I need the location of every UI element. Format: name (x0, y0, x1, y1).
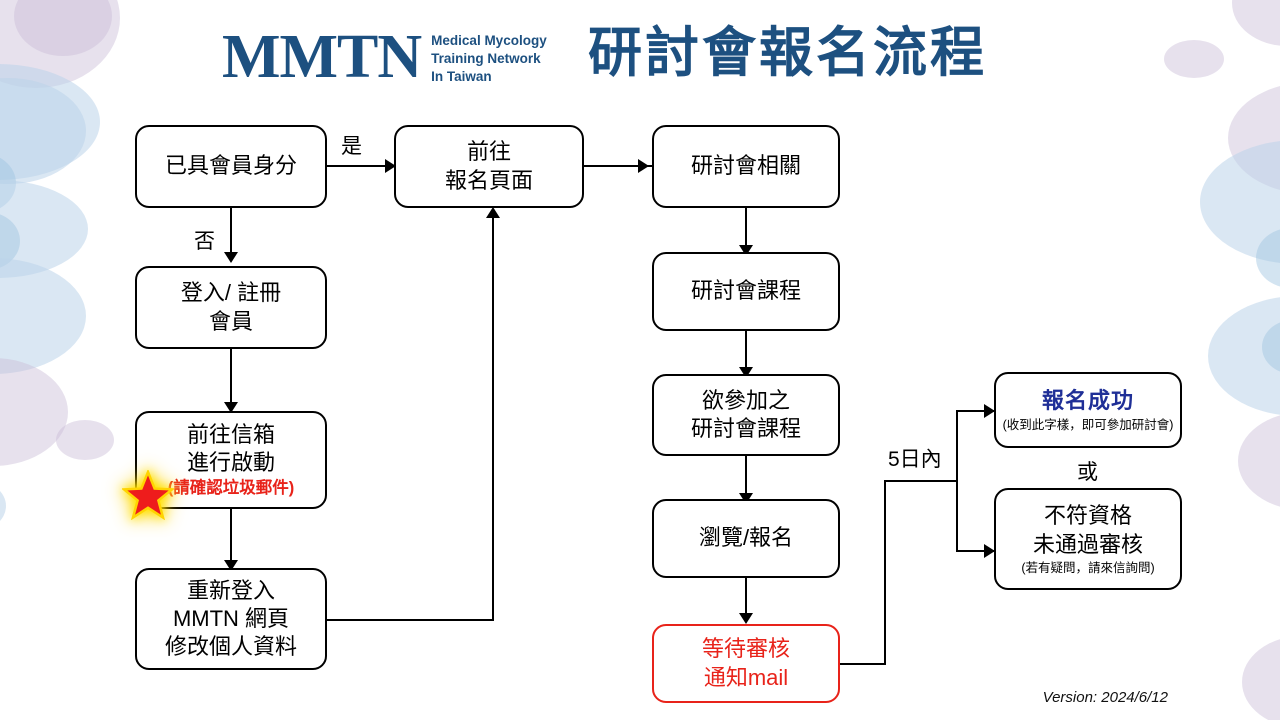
connector-signup-to-info (584, 165, 656, 168)
decor-blob (56, 420, 114, 460)
node-line: 前往 (466, 139, 511, 165)
connector-relogin-up (492, 218, 495, 621)
decor-blob (1238, 412, 1280, 510)
decor-blob (0, 212, 20, 270)
slide-header: MMTN Medical Mycology Training Network I… (0, 0, 1280, 115)
node-goto-signup[interactable]: 前往 報名頁面 (394, 125, 584, 208)
node-line: 已具會員身分 (164, 153, 297, 179)
node-line: 修改個人資料 (164, 634, 297, 660)
connector-to-success (956, 410, 996, 413)
connector-relogin-right (327, 619, 494, 622)
edge-label-or: 或 (1077, 461, 1098, 484)
node-line: 研討會相關 (690, 153, 801, 179)
decor-blob (0, 258, 86, 374)
node-relogin-edit[interactable]: 重新登入 MMTN 網頁 修改個人資料 (135, 568, 327, 670)
connector-register-to-mailbox (230, 348, 233, 410)
node-member-status[interactable]: 已具會員身分 (135, 125, 327, 208)
arrowhead-down (224, 402, 238, 413)
decor-blob (0, 152, 16, 214)
arrowhead-right (984, 544, 995, 558)
edge-label-no: 否 (194, 230, 215, 253)
arrowhead-down (224, 252, 238, 263)
node-seminar-info[interactable]: 研討會相關 (652, 125, 840, 208)
connector-yes (327, 165, 405, 168)
node-line: 登入/ 註冊 (180, 280, 282, 306)
decor-blob (1242, 636, 1280, 720)
connector-no (230, 208, 233, 260)
node-line-success: 報名成功 (1041, 388, 1134, 414)
connector-split-horizontal (884, 480, 958, 483)
arrowhead-down (739, 613, 753, 624)
connector-await-up (884, 480, 887, 665)
node-line: 進行啟動 (186, 450, 275, 476)
node-line: 前往信箱 (186, 422, 275, 448)
node-line: 研討會課程 (690, 416, 801, 441)
node-note-spam: (請確認垃圾郵件) (167, 478, 295, 497)
node-line: 報名頁面 (444, 167, 533, 193)
mmtn-logo: MMTN Medical Mycology Training Network I… (222, 26, 547, 88)
decor-blob (0, 358, 68, 466)
node-line: 欲參加之 (701, 387, 790, 413)
logo-wordmark: MMTN (222, 23, 422, 91)
arrowhead-right (638, 159, 649, 173)
node-login-register[interactable]: 登入/ 註冊 會員 (135, 266, 327, 349)
node-line: 瀏覽/報名 (698, 525, 794, 551)
node-line: MMTN 網頁 (172, 605, 290, 631)
node-await-review[interactable]: 等待審核 通知mail (652, 624, 840, 703)
connector-mailbox-to-relogin (230, 508, 233, 568)
connector-info-to-course (745, 207, 748, 252)
node-seminar-course[interactable]: 研討會課程 (652, 252, 840, 331)
connector-choose-to-browse (745, 455, 748, 500)
arrowhead-down (739, 245, 753, 256)
node-line: 未通過審核 (1032, 531, 1143, 557)
node-line: 會員 (208, 308, 253, 334)
edge-label-within-5-days: 5日內 (888, 448, 942, 471)
decor-blob (1208, 296, 1280, 416)
node-note-inquiry: (若有疑問，請來信詢問) (1021, 560, 1155, 575)
logo-subtitle: Medical Mycology Training Network In Tai… (431, 33, 547, 84)
arrowhead-right (984, 404, 995, 418)
connector-to-rejected (956, 550, 996, 553)
decor-blob (0, 180, 88, 278)
decor-blob (1200, 140, 1280, 264)
node-line: 等待審核 (701, 636, 790, 662)
node-line: 重新登入 (186, 577, 275, 603)
node-line: 研討會課程 (690, 278, 801, 304)
star-icon (120, 468, 176, 521)
arrowhead-down (739, 493, 753, 504)
connector-split-vertical (956, 410, 959, 552)
connector-course-to-choose (745, 330, 748, 374)
node-choose-course[interactable]: 欲參加之 研討會課程 (652, 374, 840, 456)
version-label: Version: 2024/6/12 (1042, 689, 1168, 706)
connector-await-right (838, 663, 886, 666)
page-title: 研討會報名流程 (588, 23, 987, 83)
node-note-success: (收到此字樣，即可參加研討會) (1002, 417, 1174, 432)
arrowhead-down (224, 560, 238, 571)
node-not-qualified[interactable]: 不符資格 未通過審核 (若有疑問，請來信詢問) (994, 488, 1182, 590)
node-line: 通知mail (703, 664, 789, 690)
node-signup-success[interactable]: 報名成功 (收到此字樣，即可參加研討會) (994, 372, 1182, 448)
arrowhead-down (739, 367, 753, 378)
node-browse-signup[interactable]: 瀏覽/報名 (652, 499, 840, 578)
arrowhead-right (385, 159, 396, 173)
arrowhead-up (486, 207, 500, 218)
decor-blob (1262, 320, 1280, 374)
node-line: 不符資格 (1043, 503, 1132, 529)
decor-blob (1256, 228, 1280, 288)
edge-label-yes: 是 (341, 135, 362, 158)
decor-blob (0, 480, 6, 532)
connector-browse-to-await (745, 578, 748, 620)
